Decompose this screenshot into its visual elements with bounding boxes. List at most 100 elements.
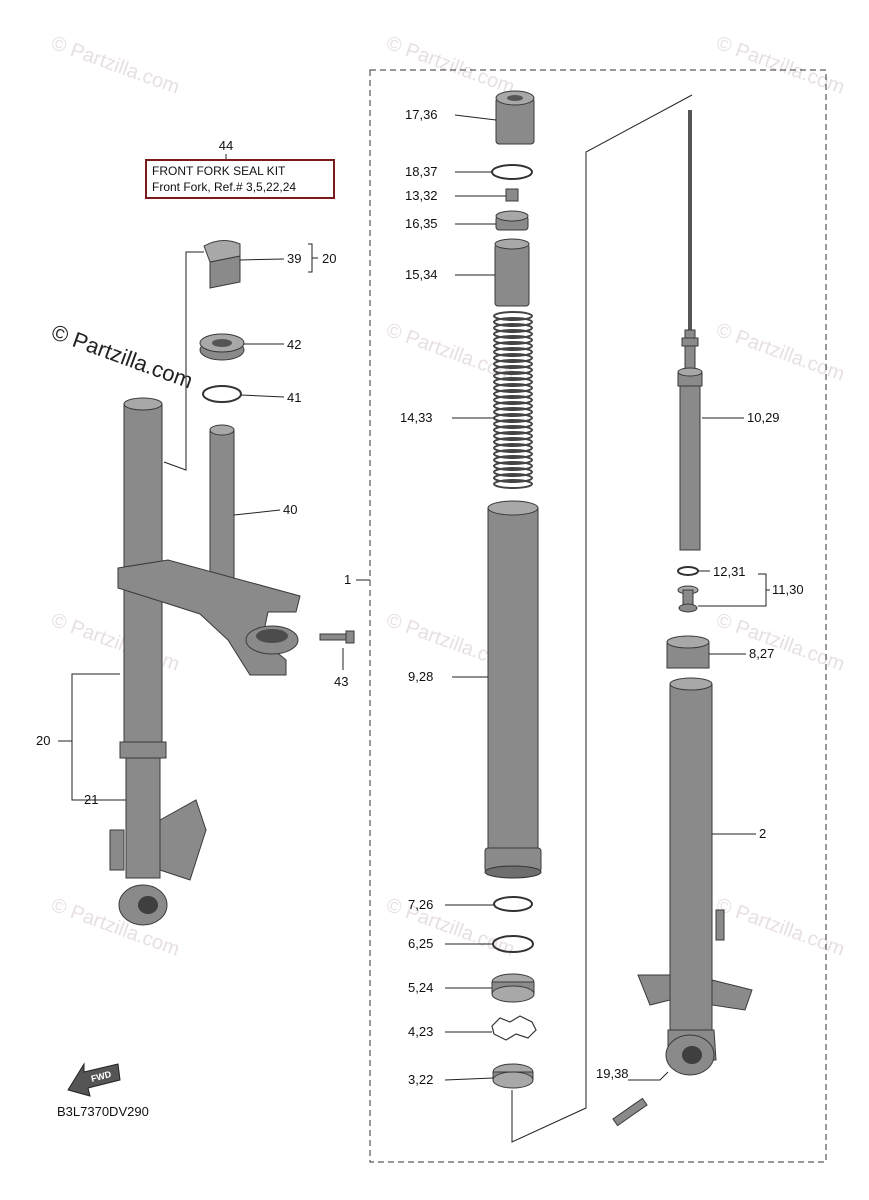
watermark-text: © Partzilla.com	[713, 32, 847, 99]
spring-coil	[493, 437, 533, 447]
spring-coil	[493, 365, 533, 375]
part-outer-tube	[484, 500, 542, 879]
watermark-text: © Partzilla.com	[713, 894, 847, 961]
spring-coil	[493, 401, 533, 411]
spring-coil	[493, 353, 533, 363]
part-steering-nut	[199, 333, 245, 361]
callout-43: 43	[334, 674, 348, 689]
spring-coil	[493, 431, 533, 441]
callout-3-22: 3,22	[408, 1072, 433, 1087]
part-nut	[495, 210, 529, 231]
spring-coil	[493, 311, 533, 321]
callout-14-33: 14,33	[400, 410, 433, 425]
spring-coil	[493, 479, 533, 489]
spring-coil	[493, 407, 533, 417]
callout-labels: 17,36 18,37 13,32 16,35 15,34 14,33 9,28…	[36, 107, 804, 1087]
part-pinch-bolt	[319, 630, 355, 644]
watermark-text: © Partzilla.com	[713, 609, 847, 676]
callout-12-31: 12,31	[713, 564, 746, 579]
part-under-bracket	[117, 559, 301, 676]
callout-18-37: 18,37	[405, 164, 438, 179]
callout-6-25: 6,25	[408, 936, 433, 951]
callout-20-top: 20	[322, 251, 336, 266]
callout-15-34: 15,34	[405, 267, 438, 282]
watermark-text: © Partzilla.com	[383, 32, 517, 99]
spring-coil	[493, 455, 533, 465]
part-guide-bushing	[666, 635, 710, 669]
part-front-fork-assembly	[109, 397, 207, 926]
callout-11-30: 11,30	[772, 582, 804, 597]
watermark-text: © Partzilla.com	[713, 319, 847, 386]
callout-13-32: 13,32	[405, 188, 438, 203]
part-washer	[491, 1015, 537, 1041]
callout-20-left: 20	[36, 733, 50, 748]
spring-coil	[493, 449, 533, 459]
callout-7-26: 7,26	[408, 897, 433, 912]
watermark-text: © Partzilla.com	[383, 319, 517, 386]
spring-coil	[493, 383, 533, 393]
diagram-code: B3L7370DV290	[57, 1104, 149, 1119]
callout-41: 41	[287, 390, 301, 405]
callout-40: 40	[283, 502, 297, 517]
seal-kit-box: 44 FRONT FORK SEAL KIT Front Fork, Ref.#…	[145, 138, 335, 199]
seal-kit-title: FRONT FORK SEAL KIT	[152, 164, 286, 178]
watermark-text: © Partzilla.com	[383, 894, 517, 961]
part-cap-bolt	[495, 90, 535, 145]
part-base-valve	[677, 585, 699, 613]
spring-coil	[493, 329, 533, 339]
spring-coil	[493, 443, 533, 453]
part-fork-spring	[493, 311, 533, 489]
callout-42: 42	[287, 337, 301, 352]
watermark-main: © Partzilla.com	[48, 319, 196, 393]
part-small-ring	[677, 566, 699, 576]
part-small-nut	[505, 188, 519, 202]
spring-coil	[493, 461, 533, 471]
spring-coil	[493, 389, 533, 399]
seal-kit-frame	[145, 159, 335, 199]
callout-21: 21	[84, 792, 98, 807]
spring-coil	[493, 377, 533, 387]
callout-9-28: 9,28	[408, 669, 433, 684]
spring-coil	[493, 317, 533, 327]
spring-coil	[493, 473, 533, 483]
seal-kit-number: 44	[219, 138, 233, 153]
part-steering-stem	[209, 424, 235, 601]
callout-5-24: 5,24	[408, 980, 433, 995]
callout-39: 39	[287, 251, 301, 266]
spring-coil	[493, 335, 533, 345]
leader-lines	[58, 94, 770, 1143]
part-bearing-washer	[202, 385, 242, 403]
part-bracket-sleeve	[203, 240, 241, 289]
assembly-border	[369, 69, 827, 1163]
spring-coil	[493, 419, 533, 429]
spring-coil	[493, 347, 533, 357]
watermark-text: © Partzilla.com	[48, 32, 182, 99]
part-oil-seal	[491, 973, 535, 1003]
spring-coil	[493, 371, 533, 381]
spring-coil	[493, 425, 533, 435]
spring-coil	[493, 467, 533, 477]
part-o-ring	[491, 164, 533, 180]
part-inner-tube	[637, 677, 753, 1076]
callout-19-38: 19,38	[596, 1066, 629, 1081]
callout-17-36: 17,36	[405, 107, 438, 122]
callout-8-27: 8,27	[749, 646, 774, 661]
spring-coil	[493, 323, 533, 333]
part-slide-bushing	[492, 1063, 534, 1089]
part-spacer-collar	[494, 238, 530, 307]
callout-4-23: 4,23	[408, 1024, 433, 1039]
spring-coil	[493, 341, 533, 351]
callout-10-29: 10,29	[747, 410, 780, 425]
callout-16-35: 16,35	[405, 216, 438, 231]
callout-2: 2	[759, 826, 766, 841]
part-damper-rod	[681, 110, 699, 371]
seal-kit-subtitle: Front Fork, Ref.# 3,5,22,24	[152, 180, 296, 194]
part-dust-seal	[493, 896, 533, 912]
part-cartridge	[677, 367, 703, 551]
part-axle-bolt	[612, 1097, 648, 1127]
spring-coil	[493, 395, 533, 405]
callout-1: 1	[344, 572, 351, 587]
spring-coil	[493, 359, 533, 369]
